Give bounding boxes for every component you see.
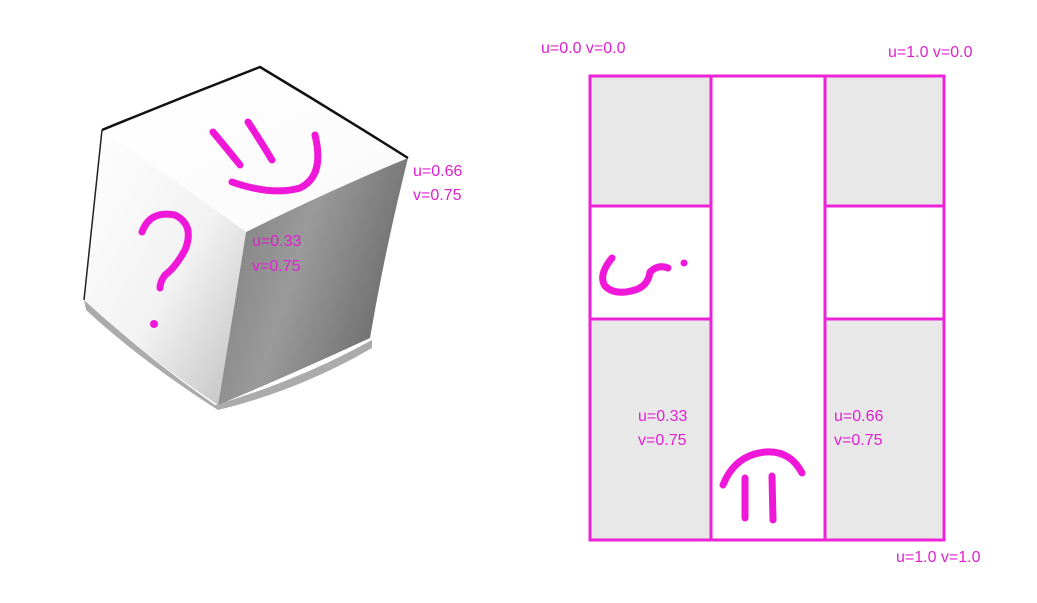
cube-right-corner-v-label: v=0.75: [413, 187, 462, 204]
uv-inner-left-v-label: v=0.75: [638, 432, 687, 449]
cube-top-face: [102, 67, 408, 232]
uv-cell-bottom-right: [823, 317, 946, 542]
uv-smiley-drawing: [719, 448, 806, 524]
smiley-drawing: [209, 118, 322, 195]
question-mark-drawing: [138, 210, 192, 328]
uv-question-mark-drawing: [599, 254, 688, 296]
uv-cell-top-right: [823, 74, 946, 208]
uv-bottom-right-corner-label: u=1.0 v=1.0: [896, 549, 981, 566]
cube-shadow: [84, 300, 372, 410]
uv-map: [588, 74, 946, 542]
uv-inner-right-v-label: v=0.75: [834, 432, 883, 449]
cube-center-corner-u-label: u=0.33: [252, 233, 301, 250]
uv-cell-top-left: [588, 74, 713, 208]
cube-center-corner-v-label: v=0.75: [252, 258, 301, 275]
cube-front-face: [84, 130, 246, 405]
cube: [83, 65, 409, 410]
uv-cell-bottom-left: [588, 317, 713, 542]
uv-inner-right-u-label: u=0.66: [834, 408, 883, 425]
uv-top-left-corner-label: u=0.0 v=0.0: [541, 40, 626, 57]
cube-left-edge: [83, 129, 103, 301]
cube-top-edge: [101, 65, 409, 160]
cube-right-face: [218, 158, 408, 405]
uv-inner-left-u-label: u=0.33: [638, 408, 687, 425]
cube-right-corner-u-label: u=0.66: [413, 163, 462, 180]
uv-top-right-corner-label: u=1.0 v=0.0: [888, 44, 973, 61]
